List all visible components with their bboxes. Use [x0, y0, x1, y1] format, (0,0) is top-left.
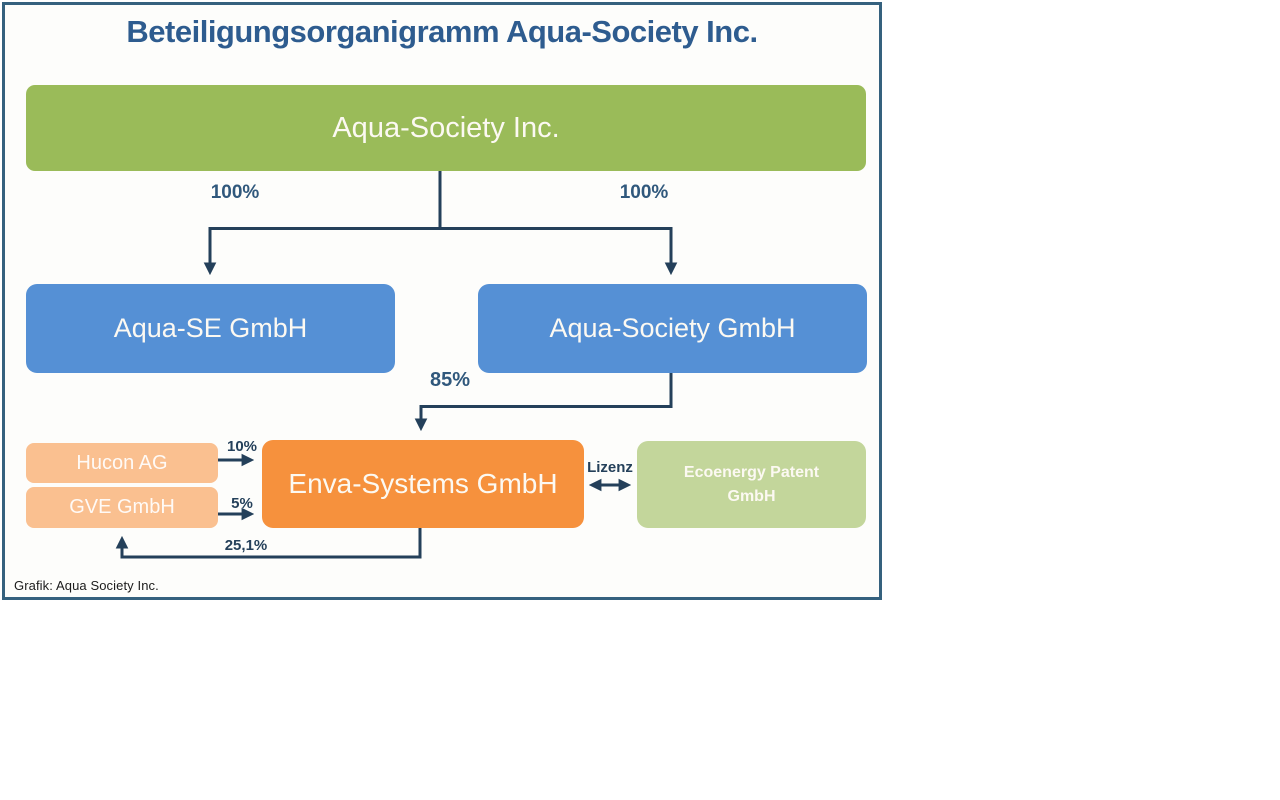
node-aqua-society-inc: Aqua-Society Inc.: [26, 85, 866, 171]
edge-label-85: 85%: [429, 369, 471, 391]
edge-label-10: 10%: [226, 438, 258, 455]
credit-text: Grafik: Aqua Society Inc.: [14, 578, 159, 593]
node-hucon-ag: Hucon AG: [26, 443, 218, 483]
edge-label-100-right: 100%: [619, 182, 669, 203]
edge-label-lizenz: Lizenz: [587, 459, 633, 476]
edge-label-25-1: 25,1%: [224, 537, 268, 554]
node-aqua-se-gmbh-label: Aqua-SE GmbH: [113, 313, 308, 343]
edge-label-5: 5%: [231, 495, 253, 512]
node-enva-systems-gmbh: Enva-Systems GmbH: [262, 440, 584, 528]
node-gve-gmbh: GVE GmbH: [26, 487, 218, 528]
node-gve-gmbh-label: GVE GmbH: [69, 496, 175, 518]
node-ecoenergy-patent-gmbh: Ecoenergy Patent GmbH: [637, 441, 866, 528]
node-aqua-society-inc-label: Aqua-Society Inc.: [332, 111, 560, 144]
diagram-title: Beteiligungsorganigramm Aqua-Society Inc…: [126, 14, 758, 49]
node-enva-systems-gmbh-label: Enva-Systems GmbH: [288, 468, 558, 499]
node-ecoenergy-patent-line2: GmbH: [727, 487, 776, 505]
node-aqua-se-gmbh: Aqua-SE GmbH: [26, 284, 395, 373]
node-aqua-society-gmbh-label: Aqua-Society GmbH: [549, 313, 796, 343]
node-hucon-ag-label: Hucon AG: [76, 451, 168, 474]
node-ecoenergy-patent-line1: Ecoenergy Patent: [683, 464, 820, 482]
edge-label-100-left: 100%: [210, 182, 260, 203]
node-aqua-society-gmbh: Aqua-Society GmbH: [478, 284, 867, 373]
